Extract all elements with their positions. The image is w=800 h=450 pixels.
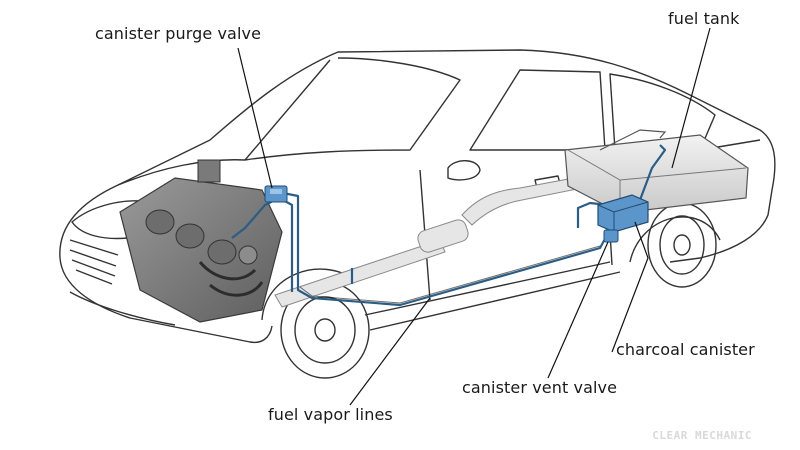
watermark: CLEAR MECHANIC <box>652 429 752 442</box>
leader-vent-valve <box>547 241 609 379</box>
canister-vent-valve <box>603 229 619 243</box>
leader-charcoal-canister <box>611 221 649 353</box>
label-charcoal-canister: charcoal canister <box>616 340 755 359</box>
exhaust-system <box>274 174 593 308</box>
fuel-tank <box>564 129 749 214</box>
fuel-vapor-lines-outline <box>299 245 601 304</box>
engine-block <box>119 159 283 323</box>
leader-fuel-tank <box>671 27 711 169</box>
rear-wheel <box>647 202 717 288</box>
leader-purge-valve <box>237 47 273 189</box>
leader-vapor-lines <box>349 297 431 406</box>
label-canister-vent-valve: canister vent valve <box>462 378 618 397</box>
label-fuel-tank: fuel tank <box>668 9 740 28</box>
label-fuel-vapor-lines: fuel vapor lines <box>268 405 393 424</box>
leader-lines <box>237 27 711 406</box>
label-canister-purge-valve: canister purge valve <box>95 24 262 43</box>
canister-purge-valve <box>264 185 288 203</box>
